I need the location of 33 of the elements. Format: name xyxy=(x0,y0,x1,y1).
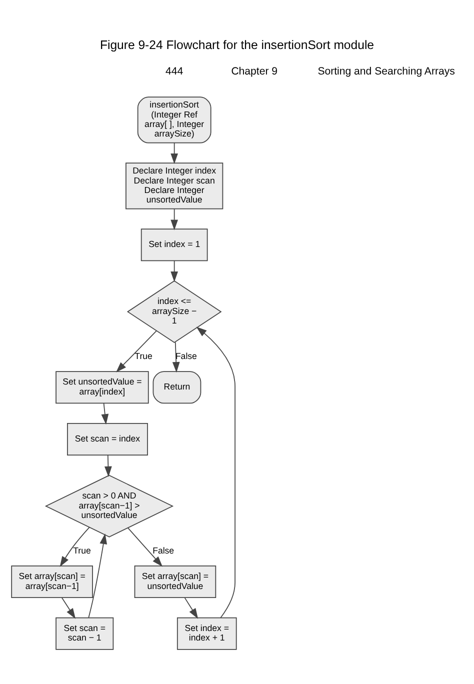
node-box: Declare Integer index Declare Integer scan Declare Integer unsortedValue xyxy=(126,162,224,209)
arrow xyxy=(104,454,112,476)
node-box: Set unsortedValue = array[index] xyxy=(56,370,149,404)
arrow xyxy=(60,526,90,566)
arrow xyxy=(196,326,236,618)
arrow xyxy=(184,596,198,618)
label: Sorting and Searching Arrays xyxy=(318,64,455,77)
arrow xyxy=(101,402,109,424)
arrow xyxy=(172,341,180,372)
label: 444 xyxy=(166,64,184,77)
arrow xyxy=(61,596,76,618)
edge-label: True xyxy=(134,350,152,361)
node-box: Return xyxy=(152,370,202,404)
arrow xyxy=(116,330,157,372)
node-diamond: scan > 0 AND array[scan−1] > unsortedValue xyxy=(44,474,174,537)
node-box: Set scan = scan − 1 xyxy=(56,616,114,650)
arrow xyxy=(128,527,163,566)
arrow xyxy=(170,208,178,230)
edge-label: False xyxy=(175,350,197,361)
node-box: Set index = index + 1 xyxy=(176,616,237,650)
label: Chapter 9 xyxy=(231,64,278,77)
node-diamond: index <= arraySize − 1 xyxy=(126,280,222,343)
arrow xyxy=(170,142,178,164)
node-box: Set index = 1 xyxy=(140,228,208,261)
arrow xyxy=(170,260,178,282)
node-box: Set array[scan] = unsortedValue xyxy=(134,564,216,598)
arrow xyxy=(88,533,108,618)
node-box: Set scan = index xyxy=(67,422,148,456)
edge-label: False xyxy=(152,545,174,556)
diagram-title: Figure 9-24 Flowchart for the insertionSort module xyxy=(100,37,374,52)
node-box: Set array[scan] = array[scan−1] xyxy=(11,564,93,598)
edge-label: True xyxy=(73,545,91,556)
node-box: insertionSort (Integer Ref array[ ], Integer arraySize) xyxy=(137,96,212,143)
